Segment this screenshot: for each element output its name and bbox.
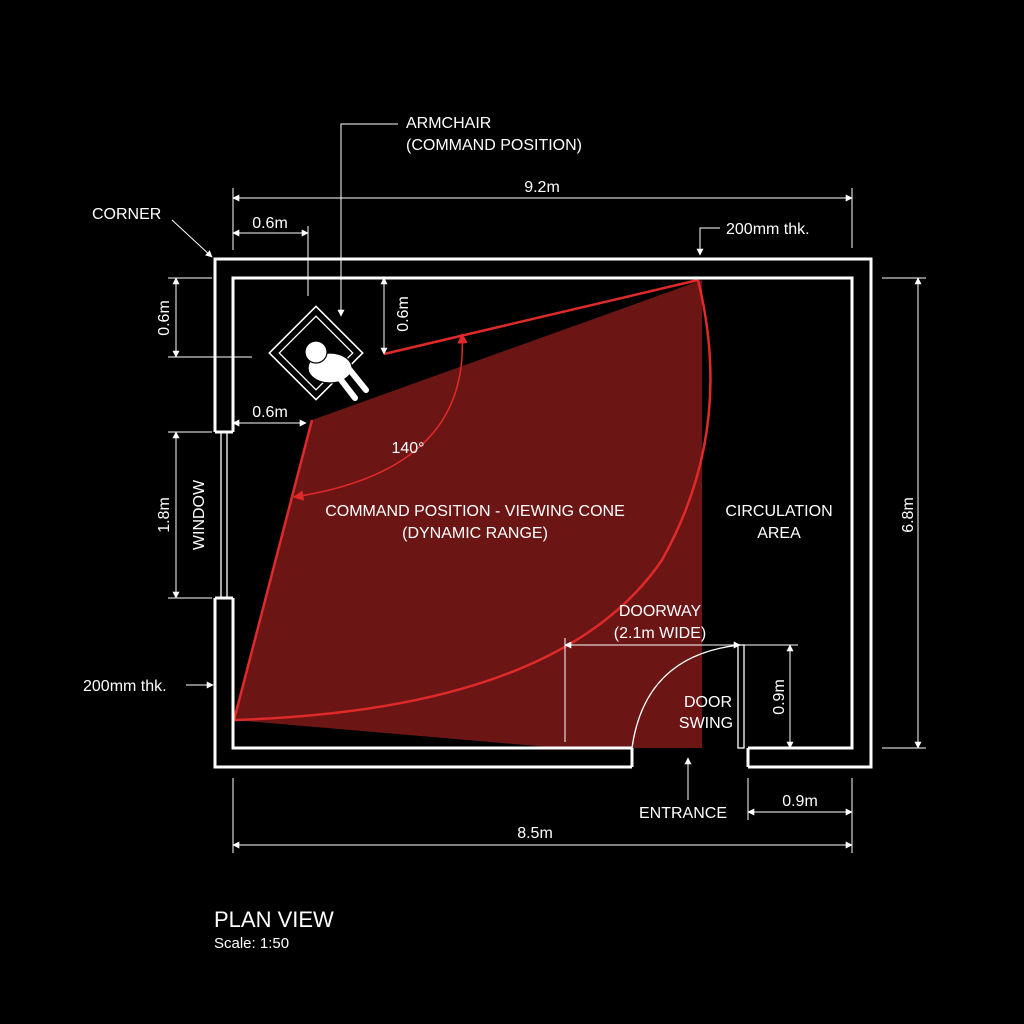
outer-wall [213, 257, 873, 769]
person-head [304, 340, 328, 364]
window-height-label: 1.8m [156, 497, 173, 533]
cone-angle-arc [292, 332, 468, 501]
wall-thickness-left-label: 200mm thk. [83, 678, 167, 695]
door-leaf [737, 644, 745, 749]
dimensions [168, 188, 926, 853]
overall-width-bottom-label: 8.5m [517, 825, 553, 842]
chair-depth-right-label: 0.6m [395, 296, 412, 332]
armchair [268, 305, 369, 401]
inner-wall [231, 276, 854, 750]
armchair-label-2: (COMMAND POSITION) [406, 137, 582, 154]
plan-footer: PLAN VIEW Scale: 1:50 [214, 907, 334, 952]
viewing-cone [232, 278, 712, 748]
door-width-bottom-label: 0.9m [782, 793, 818, 810]
wall-thickness-top-label: 200mm thk. [726, 221, 810, 238]
viewing-cone-fill [234, 280, 702, 748]
wall-thk-top-leader [696, 227, 720, 256]
labels: ARMCHAIR (COMMAND POSITION) CORNER 9.2m … [83, 115, 917, 842]
plan-scale: Scale: 1:50 [214, 935, 289, 952]
overall-width-top-label: 9.2m [524, 179, 560, 196]
circulation-label-1: CIRCULATION [725, 503, 832, 520]
door-swing-label-2: SWING [679, 715, 733, 732]
entrance-label: ENTRANCE [639, 805, 727, 822]
corner-leader [171, 219, 213, 258]
chair-offset-y-left-label: 0.6m [156, 300, 173, 336]
leaders [171, 123, 720, 800]
person-leg-a [332, 369, 358, 401]
chair-offset-bottom-label: 0.6m [252, 404, 288, 421]
overall-height-label: 6.8m [900, 497, 917, 533]
doorway-label-2: (2.1m WIDE) [614, 625, 706, 642]
armchair-label-1: ARMCHAIR [406, 115, 491, 132]
door [631, 644, 745, 749]
corner-label: CORNER [92, 206, 161, 223]
viewing-cone-arc [233, 279, 712, 722]
chair-offset-x-label: 0.6m [252, 215, 288, 232]
person-leg-b [342, 361, 369, 393]
cone-label-2: (DYNAMIC RANGE) [402, 525, 548, 542]
plan-title: PLAN VIEW [214, 907, 334, 932]
door-width-vertical-label: 0.9m [771, 679, 788, 715]
door-swing-arc [631, 644, 741, 749]
armchair-leader [337, 123, 398, 317]
room-walls [213, 257, 873, 769]
cone-label-1: COMMAND POSITION - VIEWING CONE [325, 503, 625, 520]
cone-angle-label: 140° [391, 440, 424, 457]
doorway-label-1: DOORWAY [619, 603, 702, 620]
circulation-label-2: AREA [757, 525, 801, 542]
door-swing-label-1: DOOR [684, 694, 732, 711]
window-label: WINDOW [191, 479, 208, 550]
